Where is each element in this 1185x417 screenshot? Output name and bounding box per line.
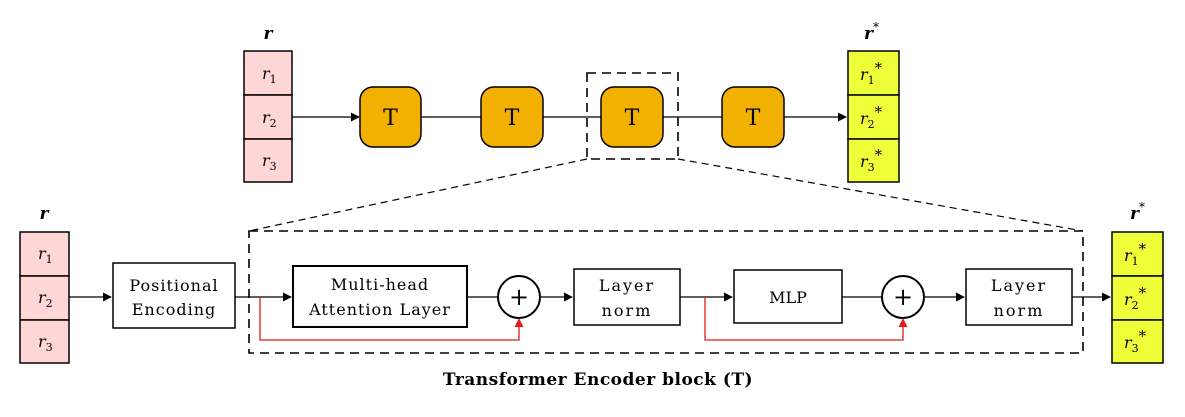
mlp-box: MLP [733, 269, 843, 324]
t-block-4 [721, 86, 785, 148]
add-node-2-symbol: + [893, 283, 913, 311]
bottom-input-cell-1-label: r1 [38, 244, 53, 266]
residual-connection-2 [704, 297, 908, 341]
layer-norm-2-line1: Layer [991, 276, 1047, 295]
top-input-cell-1-label: r1 [262, 64, 277, 86]
layer-norm-2-line2: norm [994, 301, 1045, 320]
bottom-input-cell-2 [19, 275, 70, 321]
layer-norm-2-rect [965, 268, 1073, 326]
bottom-output-cell-2 [1111, 275, 1164, 321]
layer-norm-1-box: Layer norm [573, 268, 681, 326]
positional-encoding-line2: Encoding [132, 300, 216, 319]
t-block-2 [480, 86, 544, 148]
positional-encoding-rect [112, 262, 236, 329]
bottom-output-label: r* [1130, 200, 1145, 224]
bottom-output-cell-1 [1111, 231, 1164, 277]
bottom-output-vector: r* r1* r2* r3* [1111, 200, 1164, 364]
encoder-block-caption: Transformer Encoder block (T) [443, 370, 753, 390]
top-output-cell-1 [847, 50, 900, 96]
encoder-block-container [248, 230, 1084, 354]
t-block-1 [359, 86, 422, 148]
bottom-input-cell-1 [19, 231, 70, 277]
positional-encoding-line1: Positional [129, 276, 218, 295]
t-block-3 [600, 86, 664, 148]
zoom-guide-right [677, 158, 1084, 232]
top-output-cell-1-label: r1* [860, 59, 883, 87]
top-output-cell-2-label: r2* [860, 103, 883, 131]
positional-encoding-box: Positional Encoding [112, 262, 236, 329]
bottom-output-cell-3 [1111, 319, 1164, 364]
multihead-attention-box: Multi-head Attention Layer [292, 265, 468, 328]
zoom-highlight-box [586, 72, 679, 160]
top-output-cell-3 [847, 138, 900, 183]
top-output-vector: r* r1* r2* r3* [847, 20, 900, 183]
bottom-input-label: r [40, 204, 50, 224]
bottom-output-cell-2-label: r2* [1124, 284, 1147, 312]
t-block-2-label: T [505, 106, 520, 131]
t-block-4-label: T [746, 106, 761, 131]
add-node-1-symbol: + [509, 283, 529, 311]
t-block-1-label: T [383, 106, 398, 131]
zoom-guide-left [248, 158, 588, 232]
bottom-output-cell-1-label: r1* [1124, 240, 1147, 268]
layer-norm-1-line2: norm [602, 301, 653, 320]
top-output-cell-2 [847, 94, 900, 140]
top-input-cell-3-label: r3 [262, 151, 277, 173]
top-input-label: r [264, 24, 274, 44]
top-input-vector: r r1 r2 r3 [243, 24, 293, 183]
bottom-input-cell-3 [19, 319, 70, 364]
top-input-cell-2-label: r2 [262, 108, 277, 130]
top-output-cell-3-label: r3* [860, 146, 883, 174]
bottom-input-cell-2-label: r2 [38, 288, 53, 310]
top-input-cell-2 [243, 94, 293, 140]
top-output-label: r* [864, 20, 879, 44]
residual-connection-1 [259, 297, 524, 341]
layer-norm-2-box: Layer norm [965, 268, 1073, 326]
layer-norm-1-rect [573, 268, 681, 326]
mlp-label: MLP [769, 288, 807, 307]
bottom-input-vector: r r1 r2 r3 [19, 204, 70, 364]
mlp-rect [733, 269, 843, 324]
top-input-cell-3 [243, 138, 293, 183]
multihead-attention-line1: Multi-head [331, 275, 429, 294]
bottom-output-cell-3-label: r3* [1124, 327, 1147, 355]
bottom-input-cell-3-label: r3 [38, 332, 53, 354]
top-input-cell-1 [243, 50, 293, 96]
layer-norm-1-line1: Layer [599, 276, 655, 295]
top-transformer-blocks: T T T T [359, 86, 785, 148]
add-node-1: + [497, 275, 541, 319]
add-node-2: + [881, 275, 925, 319]
t-block-3-label: T [625, 106, 640, 131]
multihead-attention-line2: Attention Layer [308, 300, 451, 319]
